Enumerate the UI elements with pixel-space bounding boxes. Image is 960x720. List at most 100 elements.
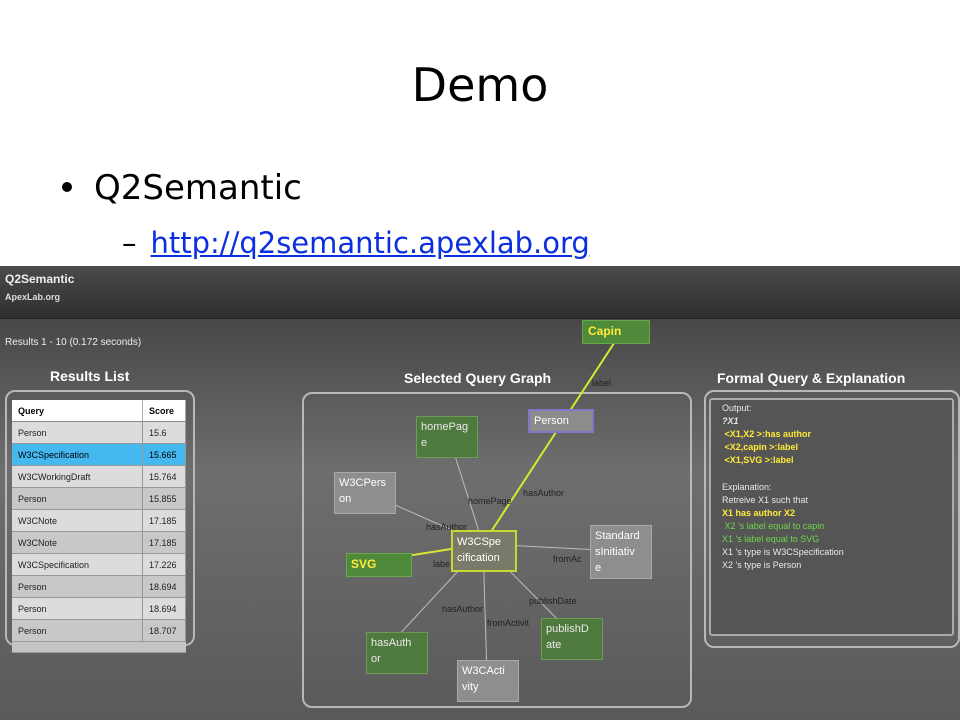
cell-query: Person bbox=[12, 597, 143, 620]
node-label-line: e bbox=[421, 437, 428, 449]
graph-node-capin[interactable]: Capin bbox=[582, 320, 650, 344]
formal-line: Retreive X1 such that bbox=[722, 494, 809, 505]
formal-line: X2 's type is Person bbox=[722, 560, 802, 571]
node-label-line: e bbox=[595, 562, 602, 574]
formal-line: <X1,SVG >:label bbox=[722, 455, 794, 466]
cell-score: 15.665 bbox=[142, 443, 186, 466]
bullet-text: Q2Semantic bbox=[94, 168, 302, 208]
edge-label-label-left: labe bbox=[433, 559, 451, 569]
formal-line: Explanation: bbox=[722, 481, 772, 492]
cell-query: Person bbox=[12, 575, 143, 598]
node-label-line: Standard bbox=[595, 530, 640, 542]
cell-score: 17.226 bbox=[142, 553, 186, 576]
node-label-line: homePag bbox=[421, 421, 469, 433]
column-header-score[interactable]: Score bbox=[142, 400, 186, 422]
formal-line: X1 has author X2 bbox=[722, 507, 796, 518]
cell-query: W3CNote bbox=[12, 509, 143, 532]
graph-node-person[interactable]: Person bbox=[528, 409, 594, 433]
demo-link[interactable]: http://q2semantic.apexlab.org bbox=[150, 226, 590, 260]
node-label-line: W3CPers bbox=[339, 477, 387, 489]
edge-label-hasauthor-left: hasAuthor bbox=[426, 522, 468, 532]
edge-label-homepage: homePage bbox=[468, 496, 512, 506]
bullet-item: Q2Semantic bbox=[62, 168, 302, 208]
node-label-line: ate bbox=[546, 639, 562, 651]
cell-score: 18.707 bbox=[142, 619, 186, 642]
cell-score: 15.764 bbox=[142, 465, 186, 488]
cell-query: Person bbox=[12, 421, 143, 444]
node-label-line: cification bbox=[457, 552, 500, 564]
slide-title: Demo bbox=[411, 58, 549, 112]
node-label-line: sInitiativ bbox=[595, 546, 635, 558]
edge-label-label: label bbox=[592, 378, 612, 388]
cell-score: 18.694 bbox=[142, 597, 186, 620]
formal-query-text: Output: ?X1 <X1,X2 >:has author <X2,capi… bbox=[722, 402, 844, 572]
node-label-line: W3CActi bbox=[462, 665, 505, 677]
bullet-dot bbox=[62, 181, 72, 192]
app-header: Q2Semantic ApexLab.org bbox=[0, 266, 960, 319]
query-graph-panel bbox=[302, 392, 692, 708]
graph-node-publishdate[interactable]: publishD ate bbox=[541, 618, 603, 660]
graph-node-w3cperson[interactable]: W3CPers on bbox=[334, 472, 396, 514]
cell-score: 18.694 bbox=[142, 575, 186, 598]
filler-cell bbox=[12, 641, 186, 653]
q2semantic-app: Q2Semantic ApexLab.org Results 1 - 10 (0… bbox=[0, 266, 960, 720]
cell-score: 17.185 bbox=[142, 509, 186, 532]
formal-query-title: Formal Query & Explanation bbox=[717, 370, 906, 386]
results-list-title: Results List bbox=[50, 368, 130, 384]
formal-query-box bbox=[709, 398, 954, 636]
edge-label-hasauthor-bottom: hasAuthor bbox=[442, 604, 484, 614]
results-header-row: Query Score bbox=[12, 400, 186, 422]
sub-bullet-dash: – bbox=[122, 226, 137, 260]
node-label-line: W3CSpe bbox=[457, 536, 502, 548]
cell-score: 15.6 bbox=[142, 421, 186, 444]
node-label-line: publishD bbox=[546, 623, 589, 635]
sub-bullet-item: –http://q2semantic.apexlab.org bbox=[122, 226, 590, 260]
cell-query: W3CWorkingDraft bbox=[12, 465, 143, 488]
node-label-line: vity bbox=[462, 681, 479, 693]
results-count: Results 1 - 10 (0.172 seconds) bbox=[5, 337, 142, 348]
edge-label-fromactivity-right: fromAc bbox=[553, 554, 582, 564]
formal-line: <X1,X2 >:has author bbox=[722, 429, 812, 440]
formal-line: X2 's label equal to capin bbox=[722, 520, 825, 531]
edge-label-publishdate: publishDate bbox=[529, 596, 577, 606]
formal-line: <X2,capin >:label bbox=[722, 442, 799, 453]
node-label-line: hasAuth bbox=[371, 637, 412, 649]
edge-label-hasauthor-right: hasAuthor bbox=[523, 488, 565, 498]
node-label-line: on bbox=[339, 493, 352, 505]
node-label-line: or bbox=[371, 653, 381, 665]
query-graph-title: Selected Query Graph bbox=[404, 370, 552, 386]
graph-node-svg[interactable]: SVG bbox=[346, 553, 412, 577]
formal-line: Output: bbox=[722, 403, 752, 413]
graph-node-homepage[interactable]: homePag e bbox=[416, 416, 478, 458]
graph-node-w3cactivity[interactable]: W3CActi vity bbox=[457, 660, 519, 702]
formal-line bbox=[722, 467, 844, 480]
cell-query: Person bbox=[12, 487, 143, 510]
formal-line: X1 's type is W3CSpecification bbox=[722, 547, 844, 558]
app-org: ApexLab.org bbox=[5, 292, 61, 302]
graph-node-hasauthor[interactable]: hasAuth or bbox=[366, 632, 428, 674]
table-filler bbox=[12, 641, 186, 653]
cell-score: 15.855 bbox=[142, 487, 186, 510]
column-header-query[interactable]: Query bbox=[12, 400, 143, 422]
app-name: Q2Semantic bbox=[5, 272, 75, 286]
graph-node-standards-initiative[interactable]: Standard sInitiativ e bbox=[590, 525, 652, 579]
formal-line: ?X1 bbox=[722, 416, 739, 427]
graph-node-w3cspecification[interactable]: W3CSpe cification bbox=[451, 530, 517, 572]
cell-query: W3CNote bbox=[12, 531, 143, 554]
edge-label-fromactivity: fromActivit bbox=[487, 618, 530, 628]
edge-center-capin bbox=[482, 333, 621, 545]
cell-query: Person bbox=[12, 619, 143, 642]
cell-query: W3CSpecification bbox=[12, 443, 143, 466]
formal-line: X1 's label equal to SVG bbox=[722, 533, 820, 544]
